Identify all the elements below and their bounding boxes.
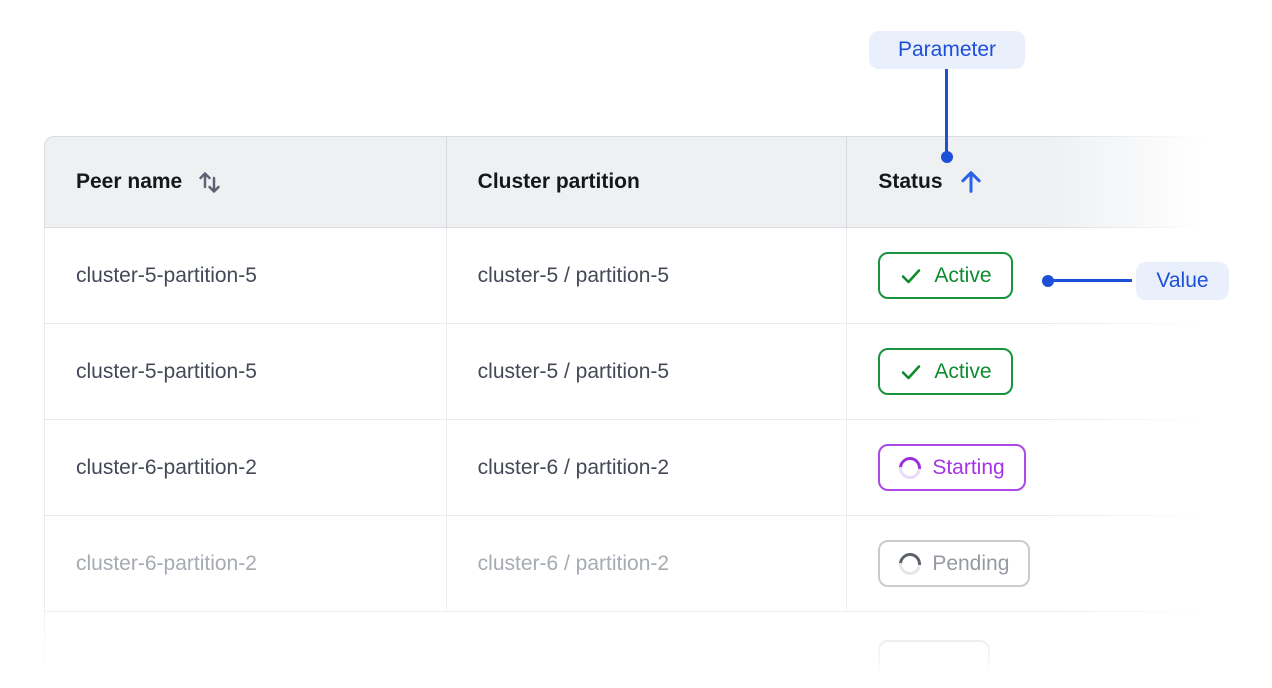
parameter-connector-dot	[941, 151, 953, 163]
peers-table: Peer name Cluster partition Status	[44, 136, 1210, 686]
status-cell: Pending	[847, 516, 1210, 611]
peer-name-cell: cluster-5-partition-5	[45, 228, 447, 323]
table-row[interactable]: cluster-5-partition-5 cluster-5 / partit…	[44, 228, 1210, 324]
table-row[interactable]: cluster-6-partition-2 cluster-6 / partit…	[44, 420, 1210, 516]
parameter-annotation-pill: Parameter	[869, 31, 1025, 69]
sort-ascending-icon[interactable]	[957, 168, 985, 196]
check-icon	[902, 364, 921, 379]
value-annotation-label: Value	[1156, 269, 1209, 292]
peer-name-cell: cluster-6-partition-2	[45, 516, 447, 611]
sort-both-icon[interactable]	[196, 169, 223, 196]
value-connector-line	[1048, 279, 1132, 282]
parameter-connector-line	[945, 69, 948, 153]
status-label: Starting	[932, 455, 1005, 479]
status-label: Pending	[932, 551, 1010, 575]
status-label: Active	[934, 263, 992, 287]
column-header-cluster-partition[interactable]: Cluster partition	[447, 137, 848, 227]
right-fade-overlay	[1046, 128, 1240, 688]
column-label: Cluster partition	[477, 170, 640, 193]
bottom-fade-overlay	[0, 600, 1272, 688]
column-header-status[interactable]: Status	[847, 137, 1210, 227]
cluster-partition-cell: cluster-5 / partition-5	[447, 228, 848, 323]
check-icon	[902, 268, 921, 283]
cluster-partition-cell: cluster-5 / partition-5	[447, 324, 848, 419]
cluster-partition-cell: cluster-6 / partition-2	[447, 516, 848, 611]
spinner-icon	[894, 452, 926, 483]
peer-name-cell: cluster-5-partition-5	[45, 324, 447, 419]
parameter-annotation-label: Parameter	[897, 38, 997, 61]
cluster-partition-cell: cluster-6 / partition-2	[447, 420, 848, 515]
table-row[interactable]: cluster-6-partition-2 cluster-6 / partit…	[44, 516, 1210, 612]
status-badge: Starting	[878, 444, 1026, 491]
status-badge: Active	[878, 348, 1013, 395]
status-cell: Active	[847, 324, 1210, 419]
status-badge: Pending	[878, 540, 1031, 587]
table-row[interactable]: cluster-5-partition-5 cluster-5 / partit…	[44, 324, 1210, 420]
column-label: Peer name	[76, 170, 183, 193]
value-annotation-pill: Value	[1136, 262, 1229, 300]
peer-name-cell: cluster-6-partition-2	[45, 420, 447, 515]
status-badge: Active	[878, 252, 1013, 299]
spinner-icon	[894, 548, 926, 579]
column-header-peer-name[interactable]: Peer name	[45, 137, 447, 227]
table-header-row: Peer name Cluster partition Status	[44, 136, 1210, 228]
column-label: Status	[878, 170, 943, 193]
status-cell: Active	[847, 228, 1210, 323]
status-label: Active	[934, 359, 992, 383]
status-cell: Starting	[847, 420, 1210, 515]
